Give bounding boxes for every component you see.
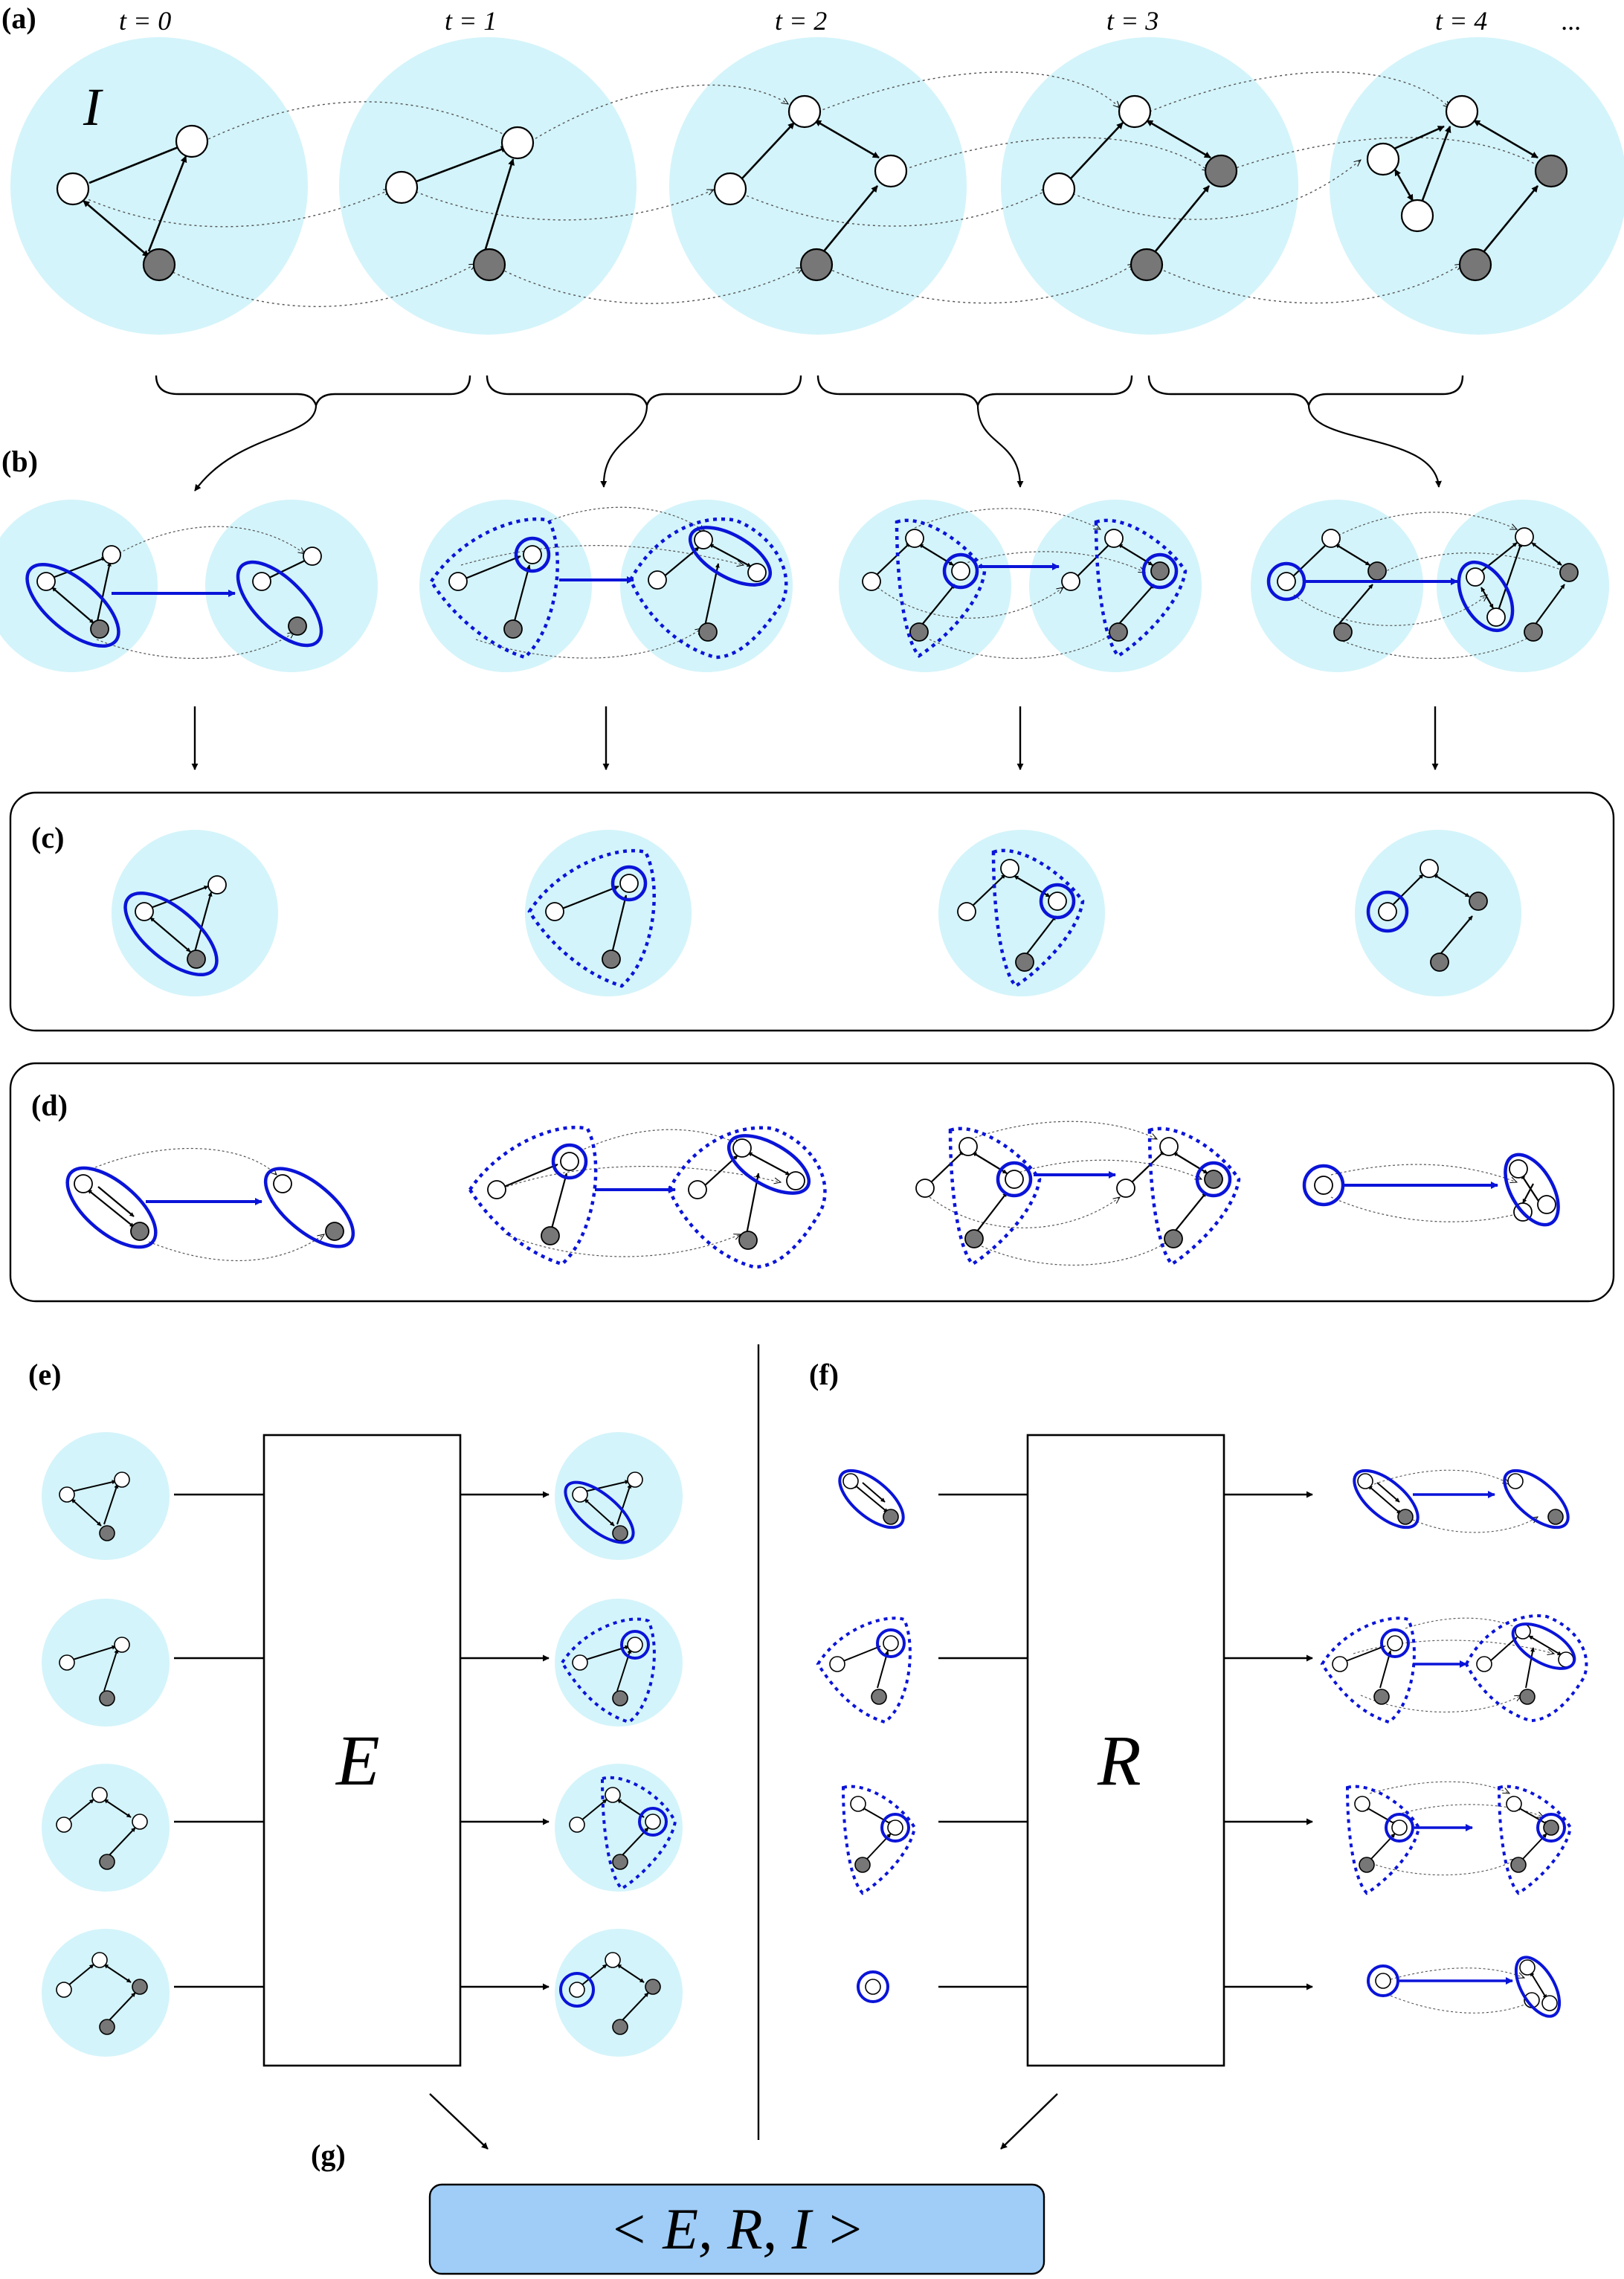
panel-label-b: (b)	[1, 445, 38, 478]
c-cell-1	[123, 875, 227, 977]
graph-t4	[1366, 94, 1568, 282]
evolution-box	[262, 1434, 462, 2067]
brace-arrows	[194, 404, 1442, 491]
d-pair-2	[468, 1125, 827, 1269]
time-label-0: t = 0	[119, 6, 171, 36]
input-label: I	[83, 77, 103, 137]
tuple-label: < E, R, I >	[609, 2196, 865, 2261]
panel-label-f: (f)	[809, 1358, 839, 1391]
e-output-graphs	[559, 1471, 677, 2035]
e-input-graphs	[56, 1471, 148, 2035]
panel-label-d: (d)	[31, 1089, 68, 1122]
panel-label-c: (c)	[31, 821, 64, 854]
graph-t3	[1042, 94, 1238, 282]
panel-label-e: (e)	[28, 1358, 61, 1391]
time-ellipsis: ...	[1562, 6, 1582, 36]
cell-t3	[1001, 37, 1298, 335]
window-braces	[155, 375, 1464, 408]
panel-d-frame	[9, 1062, 1615, 1303]
replication-label: R	[1097, 1721, 1141, 1800]
f-input-graphs	[816, 1469, 917, 2003]
panel-label-g: (g)	[311, 2138, 346, 2172]
panel-c-frame	[9, 791, 1615, 1032]
d-pair-4	[1302, 1153, 1560, 1227]
d-pair-3	[915, 1121, 1241, 1266]
cell-t0	[10, 37, 308, 335]
graph-t0	[56, 124, 209, 282]
time-label-4: t = 4	[1435, 6, 1487, 36]
time-label-2: t = 2	[775, 6, 827, 36]
cell-t1	[339, 37, 637, 335]
graph-t2	[713, 94, 908, 282]
panel-label-a: (a)	[1, 1, 36, 35]
e-arrows	[174, 1491, 550, 1991]
c-cell-3	[957, 848, 1085, 988]
time-label-1: t = 1	[445, 6, 497, 36]
graph-t1	[384, 126, 535, 282]
panel-c-cells	[112, 830, 1521, 996]
tuple-box	[428, 2183, 1045, 2275]
f-output-graphs	[1320, 1469, 1588, 2018]
evolution-label: E	[335, 1721, 380, 1800]
timestep-cells	[10, 37, 1624, 335]
f-arrows	[938, 1491, 1313, 1991]
b-to-c-arrows	[191, 706, 1439, 770]
replication-box	[1026, 1434, 1225, 2067]
cell-t2	[669, 37, 967, 335]
b-pair-1	[25, 526, 323, 659]
window-pairs	[0, 500, 1609, 672]
cell-t4	[1330, 37, 1624, 335]
b-pair-3	[862, 508, 1188, 659]
e-cells	[42, 1432, 683, 2057]
c-cell-2	[527, 848, 656, 988]
g-arrows	[429, 2093, 1058, 2150]
b-pair-4	[1266, 512, 1579, 659]
time-label-3: t = 3	[1106, 6, 1159, 36]
b-pair-2	[429, 506, 788, 660]
c-cell-4	[1366, 859, 1488, 972]
d-pair-1	[65, 1148, 355, 1261]
